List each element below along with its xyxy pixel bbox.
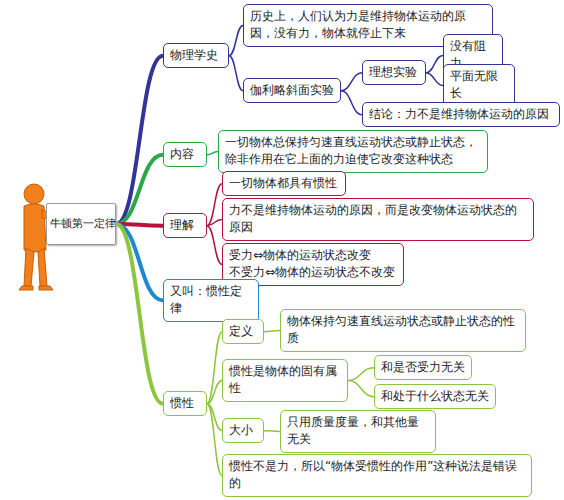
figure-leg [38, 248, 47, 286]
node-text: 和是否受力无关 [381, 359, 465, 376]
connector [207, 404, 222, 476]
connector-line [229, 56, 243, 91]
connector-line [207, 219, 222, 225]
connector [116, 56, 163, 224]
note-box: 和是否受力无关 [374, 355, 472, 380]
node-text: 物体保持匀速直线运动状态或静止状态的性质 [287, 313, 519, 348]
connector-line [207, 226, 222, 265]
connector [264, 430, 280, 432]
figure-leg [24, 248, 34, 286]
connector [426, 55, 443, 72]
node-text: 又叫：惯性定律 [170, 283, 252, 318]
branch-box: 理解 [163, 213, 207, 238]
connector-line [116, 224, 163, 300]
node-text: 物理学史 [170, 47, 222, 64]
connector-line [207, 380, 222, 403]
connector [116, 224, 163, 300]
node-text: 力不是维持物体运动的原因，而是改变物体运动状态的原因 [229, 202, 527, 237]
branch-box: 又叫：惯性定律 [163, 279, 259, 322]
note-box: 和处于什么状态无关 [374, 384, 496, 409]
connector-line [207, 404, 222, 476]
connector-line [116, 56, 163, 224]
connector [229, 25, 243, 55]
note-box: 一切物体总保持匀速直线运动状态或静止状态，除非作用在它上面的力迫使它改变这种状态 [218, 130, 488, 173]
figure-foot [19, 286, 33, 290]
figure-head [24, 184, 44, 204]
note-box: 惯性不是力，所以“物体受惯性的作用”这种说法是错误的 [222, 454, 532, 497]
note-box: 只用质量度量，和其他量无关 [280, 410, 436, 453]
note-box: 物体保持匀速直线运动状态或静止状态的性质 [280, 309, 526, 352]
connector-line [207, 151, 218, 154]
connector [116, 155, 163, 224]
node-text: 大小 [229, 422, 257, 439]
connector-line [264, 430, 280, 432]
connector [207, 332, 222, 404]
connector [207, 226, 222, 265]
connector [348, 368, 374, 381]
node-text: 内容 [170, 146, 200, 163]
connector-line [426, 55, 443, 72]
node-text: 平面无限长 [450, 68, 508, 103]
node-text: 惯性 [170, 395, 200, 412]
node-text: 和处于什么状态无关 [381, 388, 489, 405]
connector [207, 380, 222, 403]
connector [207, 184, 222, 226]
connector-line [426, 73, 443, 86]
branch-box: 物理学史 [163, 43, 229, 68]
node-text: 惯性不是力，所以“物体受惯性的作用”这种说法是错误的 [229, 458, 525, 493]
connector-line [207, 184, 222, 226]
connector-line [341, 73, 362, 91]
node-text: 一切物体都具有惯性 [229, 175, 339, 192]
node-text: 牛顿第一定律 [50, 216, 112, 232]
node-text: 结论：力不是维持物体运动的原因 [369, 106, 553, 123]
node-text: 一切物体总保持匀速直线运动状态或静止状态，除非作用在它上面的力迫使它改变这种状态 [225, 134, 481, 169]
connector [207, 219, 222, 225]
connector [229, 56, 243, 91]
topic-box: 定义 [222, 319, 264, 344]
note-box: 平面无限长 [443, 64, 515, 107]
connector-line [348, 368, 374, 381]
connector-line [341, 91, 362, 115]
connector [264, 330, 280, 331]
connector-line [207, 332, 222, 404]
connector-line [229, 25, 243, 55]
note-box: 一切物体都具有惯性 [222, 171, 346, 196]
node-text: 伽利略斜面实验 [250, 82, 334, 99]
topic-box: 惯性是物体的固有属性 [222, 359, 348, 402]
figure-foot [39, 286, 53, 290]
root-box: 牛顿第一定律 [46, 203, 116, 245]
topic-box: 大小 [222, 418, 264, 443]
note-box: 力不是维持物体运动的原因，而是改变物体运动状态的原因 [222, 198, 534, 241]
connector [116, 224, 163, 404]
connector [348, 380, 374, 396]
topic-box: 伽利略斜面实验 [243, 78, 341, 103]
connector [341, 73, 362, 91]
connector-line [116, 155, 163, 224]
connector-line [348, 380, 374, 396]
topic-box: 理想实验 [362, 60, 426, 85]
connector-line [116, 224, 163, 404]
connector [426, 73, 443, 86]
node-text: 受力⇔物体的运动状态改变 [229, 247, 397, 264]
connector [341, 91, 362, 115]
connector [207, 151, 218, 154]
node-text: 惯性是物体的固有属性 [229, 363, 341, 398]
note-box: 结论：力不是维持物体运动的原因 [362, 102, 560, 127]
branch-box: 惯性 [163, 391, 207, 416]
node-text: 只用质量度量，和其他量无关 [287, 414, 429, 449]
node-text: 理解 [170, 217, 200, 234]
node-text: 理想实验 [369, 64, 419, 81]
node-text: 定义 [229, 323, 257, 340]
connector-line [264, 330, 280, 331]
branch-box: 内容 [163, 142, 207, 167]
